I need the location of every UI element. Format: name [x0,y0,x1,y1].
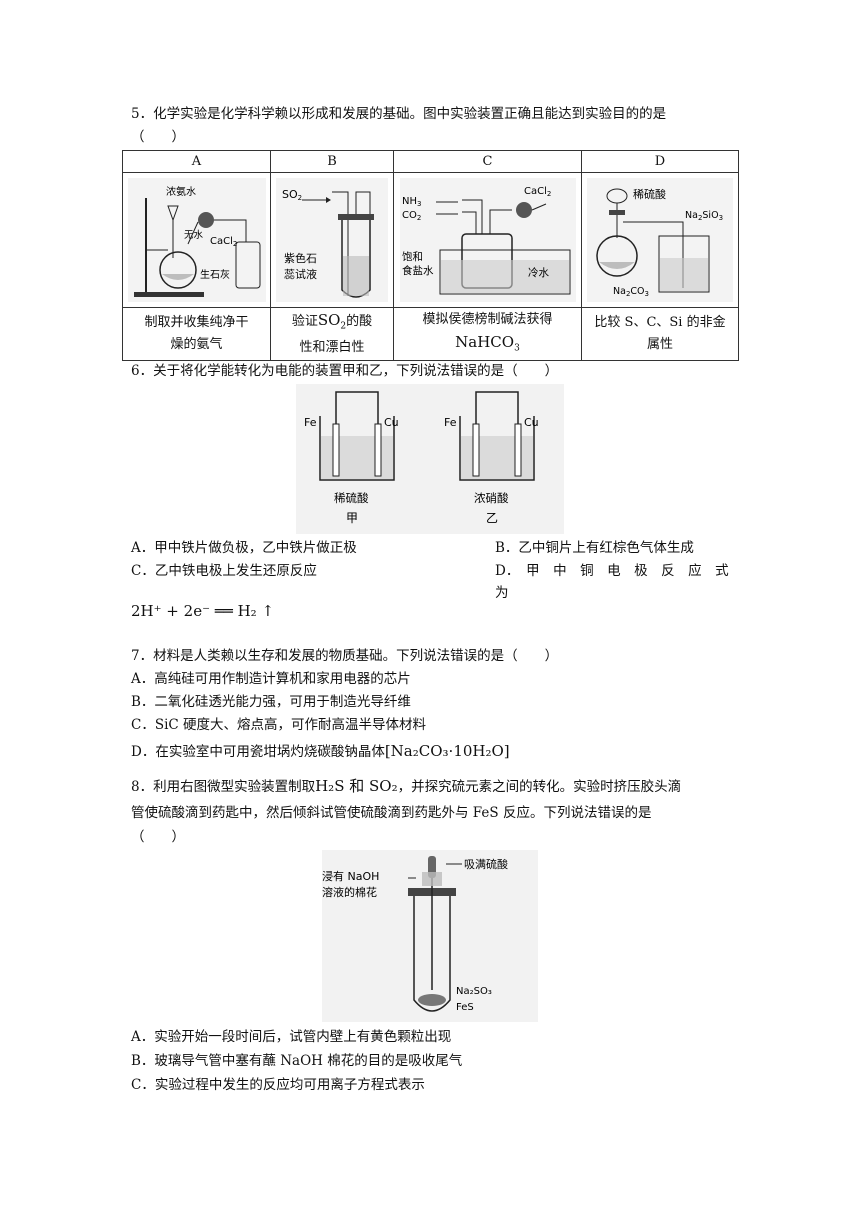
label-anhydrous: 无水 [184,229,204,241]
q6-option-d: D． 甲 中 铜 电 极 反 应 式 为 [495,563,743,601]
svg-text:吸满硫酸: 吸满硫酸 [464,857,508,871]
apparatus-d-figure: 稀硫酸 Na2SiO3 Na2CO3 [587,178,733,302]
q6-option-a: A．甲中铁片做负极，乙中铁片做正极 [131,540,357,556]
caption-d-line1: 比较 S、C、Si 的非金 [594,315,726,330]
apparatus-c-figure: NH3 CO2 CaCl2 饱和 食盐水 冷水 [399,178,576,302]
svg-text:溶液的棉花: 溶液的棉花 [322,885,377,899]
svg-text:FeS: FeS [456,1002,474,1013]
svg-text:Na2CO3: Na2CO3 [613,286,649,298]
svg-text:蕊试液: 蕊试液 [284,267,317,281]
q5-table: A B C D 浓氨水 无水 CaCl2 生石灰 [122,150,739,361]
header-b: B [270,150,394,173]
caption-c-line1: 模拟侯德榜制碱法获得 [422,311,553,327]
svg-text:CaCl2: CaCl2 [524,186,551,198]
q6-stem: 6．关于将化学能转化为电能的装置甲和乙，下列说法错误的是（ ） [131,363,559,379]
q7-option-d: D．在实验室中可用瓷坩埚灼烧碳酸钠晶体[Na₂CO₃·10H₂O] [131,742,510,760]
label-quicklime: 生石灰 [200,268,230,281]
svg-text:SO2: SO2 [282,188,302,202]
header-a: A [122,150,271,173]
caption-a-line1: 制取并收集纯净干 [144,315,249,330]
svg-text:Cu: Cu [524,416,539,429]
q6-option-c: C．乙中铁电极上发生还原反应 [131,563,317,579]
svg-text:冷水: 冷水 [528,266,549,279]
svg-text:紫色石: 紫色石 [284,251,317,265]
caption-d-line2: 属性 [646,337,673,352]
label-conc-ammonia: 浓氨水 [166,185,196,198]
q8-option-c: C．实验过程中发生的反应均可用离子方程式表示 [131,1077,425,1093]
caption-c-line2: NaHCO3 [455,332,520,354]
q8-tube-figure: 浸有 NaOH 溶液的棉花 吸满硫酸 Na₂SO₃ FeS [322,850,538,1022]
svg-text:甲: 甲 [346,511,358,525]
q8-paren: （ ） [131,829,185,845]
svg-text:稀硫酸: 稀硫酸 [633,187,666,201]
q8-option-b: B．玻璃导气管中塞有蘸 NaOH 棉花的目的是吸收尾气 [131,1053,463,1069]
q7-option-c: C．SiC 硬度大、熔点高，可作耐高温半导体材料 [131,717,427,733]
svg-text:浓硝酸: 浓硝酸 [474,491,509,505]
svg-text:CaCl2: CaCl2 [210,236,237,248]
header-c: C [393,150,582,173]
q6-option-d-equation: 2H⁺ + 2e⁻ ══ H₂ ↑ [131,602,275,620]
q8-stem-line1: 8．利用右图微型实验装置制取H₂S 和 SO₂，并探究硫元素之间的转化。实验时挤… [131,777,682,795]
svg-text:食盐水: 食盐水 [402,264,434,277]
q7-stem: 7．材料是人类赖以生存和发展的物质基础。下列说法错误的是（ ） [131,648,559,664]
caption-a-line2: 燥的氨气 [170,337,223,352]
svg-text:Na₂SO₃: Na₂SO₃ [456,986,492,997]
q5-stem: 5．化学实验是化学科学赖以形成和发展的基础。图中实验装置正确且能达到实验目的的是 [131,106,667,122]
q7-option-a: A．高纯硅可用作制造计算机和家用电器的芯片 [131,671,411,687]
apparatus-b-figure: SO2 紫色石 蕊试液 [276,178,388,302]
q5-paren: （ ） [131,129,185,145]
svg-text:浸有 NaOH: 浸有 NaOH [322,869,379,883]
svg-text:Cu: Cu [384,416,399,429]
q7-option-d-formula: [Na₂CO₃·10H₂O] [384,742,510,760]
q8-stem-line2: 管使硫酸滴到药匙中，然后倾斜试管使硫酸滴到药匙外与 FeS 反应。下列说法错误的… [131,805,652,821]
svg-text:稀硫酸: 稀硫酸 [334,491,369,505]
svg-text:Na2SiO3: Na2SiO3 [685,210,723,222]
q6-option-b: B．乙中铜片上有红棕色气体生成 [495,540,694,556]
apparatus-a-figure: 浓氨水 无水 CaCl2 生石灰 [127,178,266,302]
caption-b-line1: 验证SO2的酸 [291,310,373,332]
svg-text:NH3: NH3 [402,196,421,208]
svg-text:饱和: 饱和 [402,251,423,263]
q6-cells-figure: Fe Cu 稀硫酸 甲 Fe Cu 浓硝酸 乙 [296,384,564,534]
q8-option-a: A．实验开始一段时间后，试管内壁上有黄色颗粒出现 [131,1029,452,1045]
svg-text:乙: 乙 [486,511,498,525]
q7-option-b: B．二氧化硅透光能力强，可用于制造光导纤维 [131,694,411,710]
svg-text:Fe: Fe [444,416,457,429]
header-d: D [581,150,739,173]
svg-text:CO2: CO2 [402,210,421,222]
caption-b-line2: 性和漂白性 [299,340,365,356]
svg-text:Fe: Fe [304,416,317,429]
